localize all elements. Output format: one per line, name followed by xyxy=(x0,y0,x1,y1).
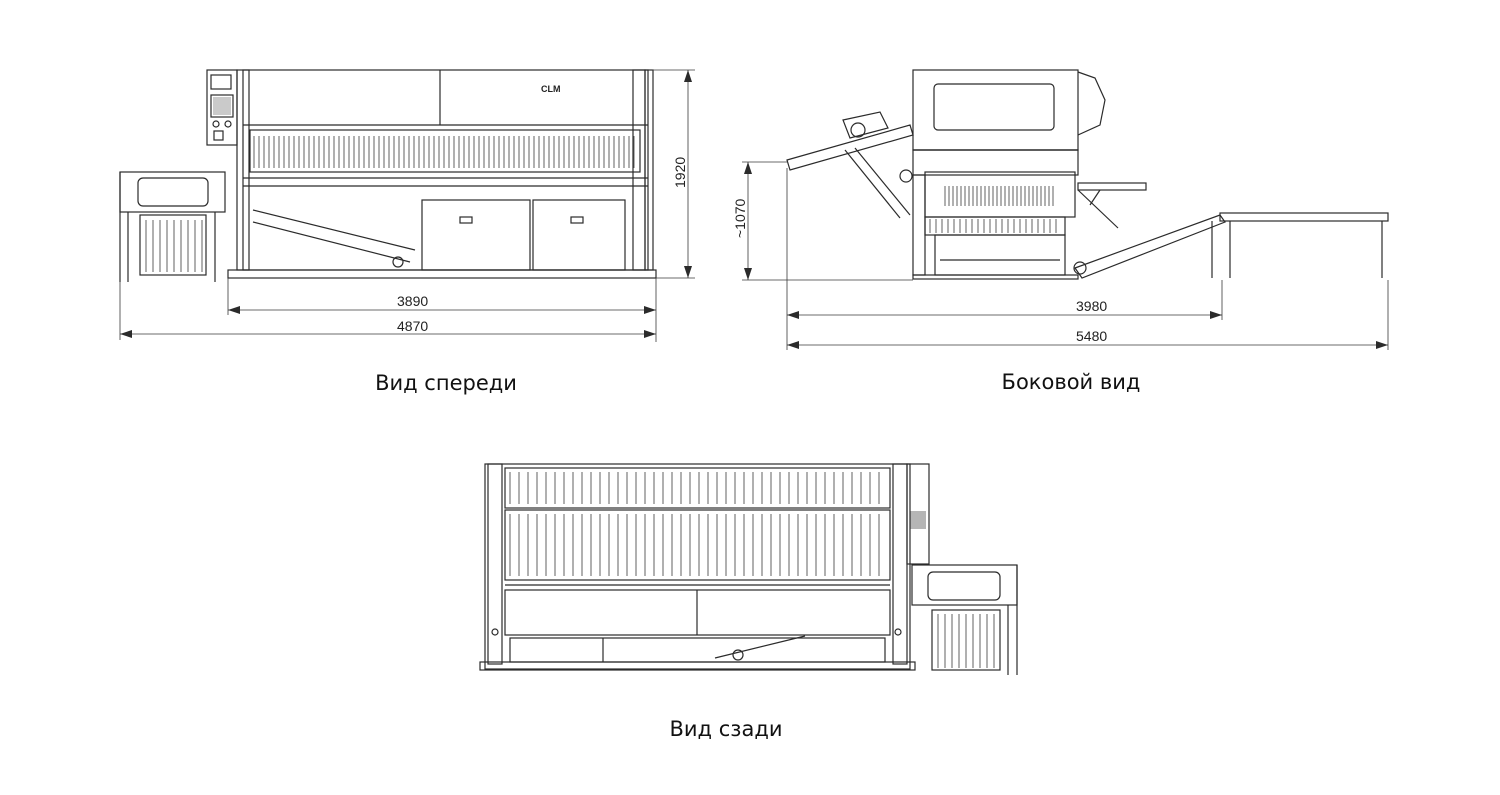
side-view: ~1070 3980 5480 Боковой вид xyxy=(732,69,1389,394)
rear-view-caption: Вид сзади xyxy=(670,717,783,741)
control-panel xyxy=(206,69,238,146)
rear-view: Вид сзади xyxy=(479,463,1018,741)
side-grille xyxy=(944,186,1054,206)
front-side-trolley xyxy=(119,171,226,282)
rear-roller-pattern-top xyxy=(509,472,880,504)
front-height-dimension: 1920 xyxy=(652,69,695,279)
side-height-dimension: ~1070 xyxy=(732,161,913,281)
side-machine-body xyxy=(899,69,1106,280)
front-trolley-bars xyxy=(145,220,203,272)
rear-trolley-bars xyxy=(937,614,995,668)
side-input-arm xyxy=(786,111,914,219)
side-view-caption: Боковой вид xyxy=(1002,370,1141,394)
side-overall-length-dimension: 5480 xyxy=(787,280,1389,350)
front-machine-body xyxy=(227,69,657,279)
front-overall-width-dimension: 4870 xyxy=(119,282,656,340)
side-inner-length-dimension: 3980 xyxy=(786,168,1223,350)
rear-control-panel xyxy=(906,463,930,565)
rear-side-trolley xyxy=(911,564,1018,675)
front-height-value: 1920 xyxy=(672,157,688,188)
front-brand-logo: CLM xyxy=(541,84,561,94)
side-height-value: ~1070 xyxy=(732,198,748,238)
front-overall-width-value: 4870 xyxy=(397,318,428,334)
front-inner-width-dimension: 3890 xyxy=(227,278,657,342)
rear-roller-pattern-mid xyxy=(509,514,880,576)
side-rollers xyxy=(929,219,1057,233)
side-output-table xyxy=(1073,182,1389,279)
front-inner-width-value: 3890 xyxy=(397,293,428,309)
side-overall-length-value: 5480 xyxy=(1076,328,1107,344)
front-view: CLM 1920 xyxy=(119,69,695,395)
front-view-caption: Вид спереди xyxy=(375,371,517,395)
front-roller-pattern xyxy=(253,136,635,168)
rear-machine-body xyxy=(479,463,916,671)
side-inner-length-value: 3980 xyxy=(1076,298,1107,314)
